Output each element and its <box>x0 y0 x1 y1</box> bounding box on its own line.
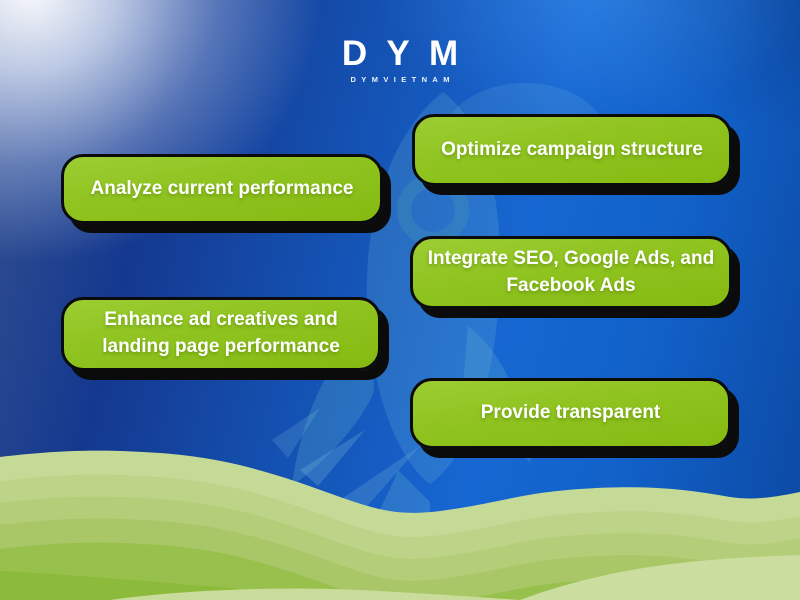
card-integrate-seo-google-facebook-ads: Integrate SEO, Google Ads, and Facebook … <box>410 236 732 309</box>
logo: DYM DYMVIETNAM <box>0 36 800 84</box>
hill-light-dome-center <box>110 588 520 600</box>
card-label: Optimize campaign structure <box>441 138 703 160</box>
rocket-porthole <box>397 174 469 246</box>
card-label: Enhance ad creatives and landing page pe… <box>102 309 340 357</box>
card-label: Provide transparent <box>480 402 661 424</box>
logo-subtitle: DYMVIETNAM <box>350 75 455 84</box>
card-provide-transparent: Provide transparent <box>410 378 731 449</box>
card-label: Analyze current performance <box>90 177 354 199</box>
card-label: Integrate SEO, Google Ads, and Facebook … <box>427 247 715 296</box>
hill-light-dome-right <box>520 555 800 600</box>
logo-title: DYM <box>341 34 478 73</box>
card-enhance-ad-creatives-landing-page: Enhance ad creatives and landing page pe… <box>61 297 381 371</box>
card-optimize-campaign-structure: Optimize campaign structure <box>412 114 732 186</box>
hills-illustration <box>0 450 800 600</box>
hill-dark-wave <box>0 571 430 600</box>
card-analyze-current-performance: Analyze current performance <box>61 154 383 224</box>
